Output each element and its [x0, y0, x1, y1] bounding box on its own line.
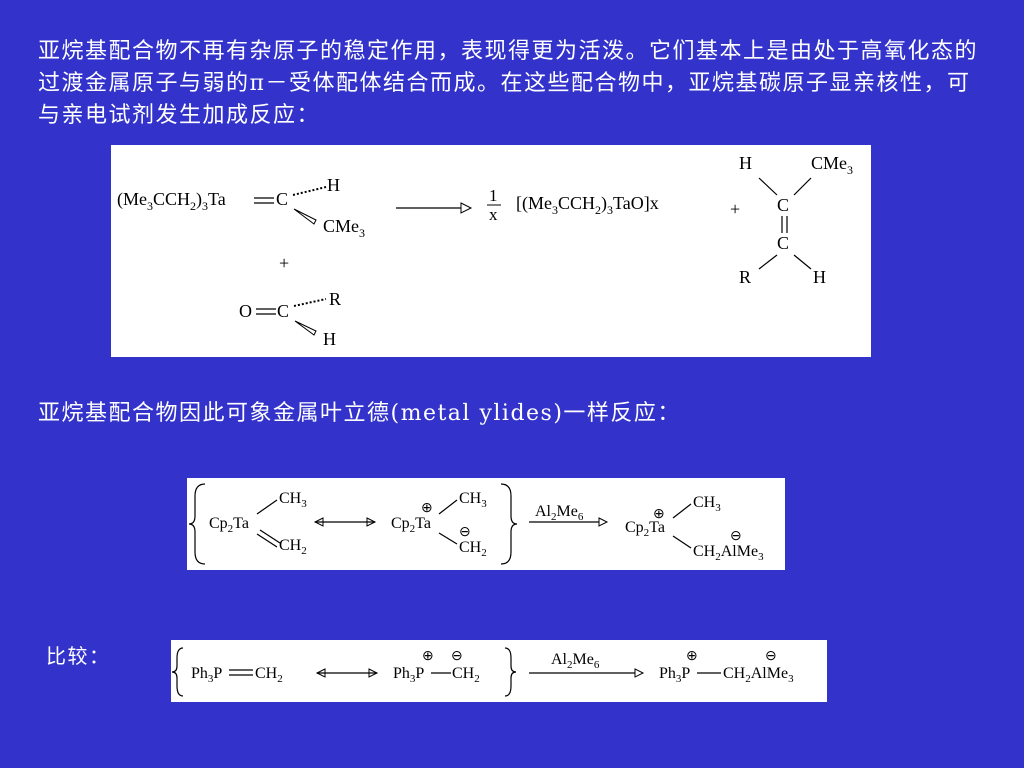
ta-ch2-single-bond: [438, 532, 458, 545]
product-oxo-polymer: [(Me3CCH2)3TaO]x: [516, 193, 659, 217]
alkene-carbon-top: C: [777, 195, 789, 215]
alkene-cme3: CMe3: [811, 153, 853, 177]
hashed-bond-h: [292, 186, 327, 196]
resonance1-cp2ta: Cp2Ta: [209, 515, 249, 535]
positive-charge-ta: ⊕: [421, 501, 433, 516]
aldehyde-oxygen: O: [239, 301, 252, 321]
reaction-panel-addition: (Me3CCH2)3Ta C H CMe3 + O C R H 1 x [(Me…: [111, 145, 871, 357]
ta-ch3-bond-2: [438, 499, 458, 515]
ylides-paragraph: 亚烷基配合物因此可象金属叶立德(metal ylides)一样反应：: [38, 401, 681, 426]
resonance-arrow-right-head: [366, 517, 377, 527]
phos-product-positive: ⊕: [686, 649, 698, 664]
intro-paragraph: 亚烷基配合物不再有杂原子的稳定作用，表现得更为活泼。它们基本上是由处于高氧化态的…: [38, 39, 979, 128]
resonance2-ch2: CH2: [459, 539, 487, 559]
bond-c-r: [758, 254, 778, 270]
phos-product-ch2almeb: CH2AlMe3: [723, 665, 794, 685]
phos-product-negative: ⊖: [765, 649, 777, 664]
alkylidene-cme3: CMe3: [323, 216, 365, 240]
reaction-arrow-ylide-head: [598, 517, 609, 527]
ta-ch3-bond-1: [256, 499, 278, 515]
ylide1-ph3p: Ph3P: [191, 665, 222, 685]
plus-sign-product: +: [730, 199, 740, 219]
hashed-bond-r: [293, 298, 327, 307]
product-ch3: CH3: [693, 494, 721, 514]
alkylidene-h: H: [327, 175, 340, 195]
compare-label: 比较：: [46, 644, 111, 668]
negative-charge-ch2: ⊖: [459, 525, 471, 540]
bond-h-c-top: [758, 177, 778, 196]
phos-positive-charge: ⊕: [422, 649, 434, 664]
fraction-numerator: 1: [489, 186, 498, 205]
product-ta-ch2-bond: [672, 535, 692, 549]
product-ch2almeb: CH2AlMe3: [693, 543, 764, 563]
resonance1-ch3: CH3: [279, 490, 307, 510]
wedge-bond-cme3: [293, 208, 317, 225]
phos-resonance-left-head: [315, 668, 326, 678]
resonance2-cp2ta: Cp2Ta: [391, 515, 431, 535]
fraction-denominator: x: [489, 205, 498, 224]
resonance1-ch2: CH2: [279, 537, 307, 557]
reaction-arrow-head: [460, 202, 473, 214]
ylide2-ph3p: Ph3P: [393, 665, 424, 685]
reactant-alkylidene-formula: (Me3CCH2)3Ta: [117, 189, 226, 213]
reaction-scheme-phosphorus: Ph3P CH2 ⊕ ⊖ Ph3P CH2 Al2Me6 ⊕ ⊖ Ph3P CH…: [171, 647, 794, 697]
ylide1-ch2: CH2: [255, 665, 283, 685]
alkene-h-top: H: [739, 153, 752, 173]
reaction-scheme-addition: (Me3CCH2)3Ta C H CMe3 + O C R H 1 x [(Me…: [117, 153, 853, 349]
product-cp2ta: Cp2Ta: [625, 519, 665, 539]
product-negative-charge: ⊖: [730, 529, 742, 544]
aldehyde-h: H: [323, 329, 336, 349]
reaction-panel-ylide: Cp2Ta CH3 CH2 ⊕ Cp2Ta CH3 ⊖ CH2 Al2Me6 ⊕…: [187, 478, 785, 570]
reaction-panel-phosphorus: Ph3P CH2 ⊕ ⊖ Ph3P CH2 Al2Me6 ⊕ ⊖ Ph3P CH…: [171, 640, 827, 702]
phos-resonance-right-head: [368, 668, 379, 678]
alkene-r: R: [739, 267, 751, 287]
reaction-scheme-ylide: Cp2Ta CH3 CH2 ⊕ Cp2Ta CH3 ⊖ CH2 Al2Me6 ⊕…: [188, 483, 764, 565]
alkene-carbon-bottom: C: [777, 233, 789, 253]
aldehyde-r: R: [329, 289, 341, 309]
plus-sign: +: [279, 253, 289, 273]
phos-product-ph3p: Ph3P: [659, 665, 690, 685]
product-ta-ch3-bond: [672, 503, 692, 519]
bond-c-h-bottom: [793, 254, 812, 270]
phos-reagent-al2me6: Al2Me6: [551, 651, 600, 671]
resonance-arrow-left-head: [313, 517, 324, 527]
aldehyde-carbon: C: [277, 301, 289, 321]
phos-left-brace: [171, 647, 184, 697]
left-brace: [188, 483, 206, 565]
bond-cme3-c: [793, 177, 812, 196]
ta-ch2-double-bond-b: [259, 529, 281, 544]
reagent-al2me6: Al2Me6: [535, 503, 584, 523]
ylide2-ch2: CH2: [452, 665, 480, 685]
product-positive-charge: ⊕: [653, 507, 665, 522]
phos-negative-charge: ⊖: [451, 649, 463, 664]
resonance2-ch3: CH3: [459, 490, 487, 510]
phos-right-brace: [504, 647, 517, 697]
phos-reaction-arrow-head: [634, 668, 645, 678]
right-brace: [500, 483, 518, 565]
alkene-h-bottom: H: [813, 267, 826, 287]
wedge-bond-h: [294, 320, 317, 336]
alkylidene-carbon: C: [276, 189, 288, 209]
ta-ch2-double-bond-a: [256, 533, 278, 548]
